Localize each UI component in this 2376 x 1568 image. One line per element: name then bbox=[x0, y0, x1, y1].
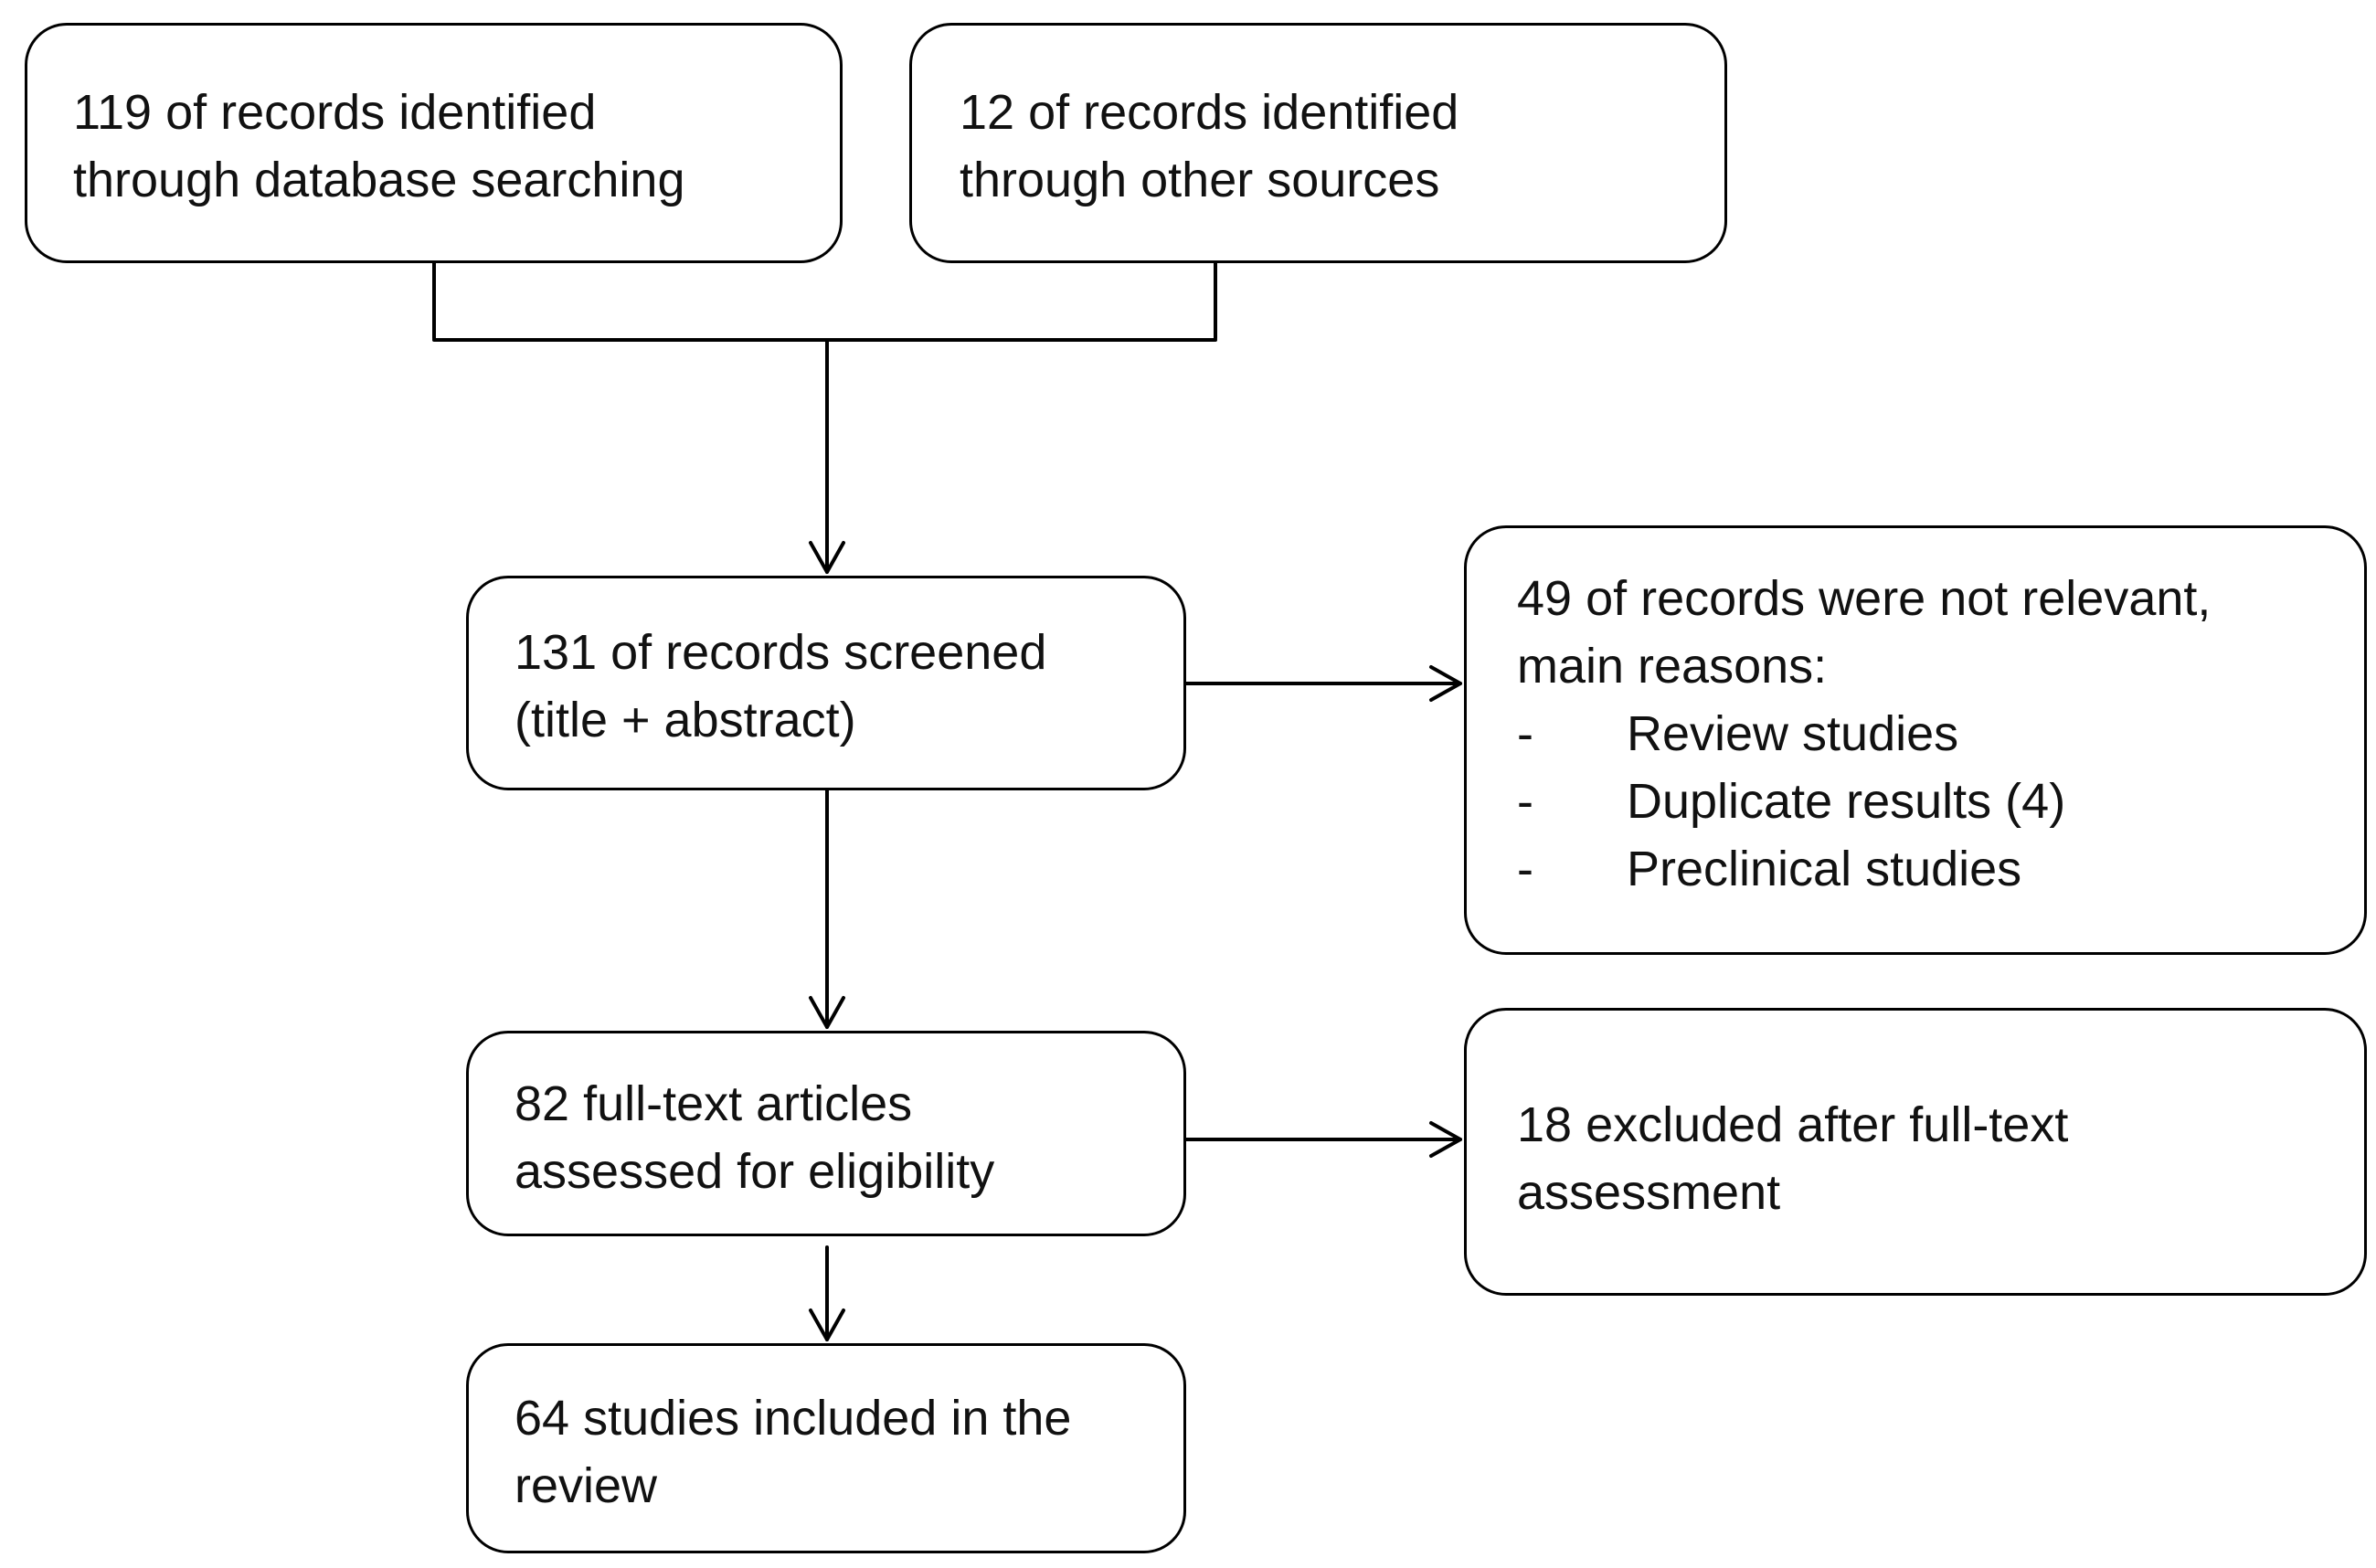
records-identified-other-box: 12 of records identified through other s… bbox=[909, 23, 1727, 263]
bullet-dash: - bbox=[1517, 774, 1533, 829]
full-text-assessed-box: 82 full-text articles assessed for eligi… bbox=[466, 1031, 1186, 1236]
bullet-dash: - bbox=[1517, 842, 1533, 896]
arrowhead-to-included bbox=[809, 1308, 845, 1341]
not-relevant-line-2: main reasons: bbox=[1517, 639, 1828, 694]
studies-included-box: 64 studies included in the review bbox=[466, 1343, 1186, 1553]
records-identified-database-box: 119 of records identified through databa… bbox=[25, 23, 843, 263]
records-screened-line-1: 131 of records screened bbox=[514, 625, 1047, 680]
records-screened-line-2: (title + abstract) bbox=[514, 693, 856, 747]
not-relevant-line-1: 49 of records were not relevant, bbox=[1517, 571, 2212, 626]
reason-list-item: - Duplicate results (4) bbox=[1517, 768, 2364, 835]
reason-label: Review studies bbox=[1627, 706, 1959, 761]
reason-list-item: - Preclinical studies bbox=[1517, 835, 2364, 903]
reason-label: Preclinical studies bbox=[1627, 842, 2022, 896]
full-text-line-1: 82 full-text articles bbox=[514, 1076, 913, 1131]
arrowhead-to-not-relevant bbox=[1429, 665, 1462, 702]
excluded-after-full-text-box: 18 excluded after full-text assessment bbox=[1464, 1008, 2367, 1296]
included-line-2: review bbox=[514, 1458, 658, 1513]
records-identified-database-line-1: 119 of records identified bbox=[73, 85, 597, 140]
excluded-line-2: assessment bbox=[1517, 1165, 1781, 1220]
records-identified-other-line-2: through other sources bbox=[960, 153, 1440, 207]
records-not-relevant-box: 49 of records were not relevant, main re… bbox=[1464, 525, 2367, 955]
excluded-line-1: 18 excluded after full-text bbox=[1517, 1097, 2069, 1152]
bullet-dash: - bbox=[1517, 706, 1533, 761]
reason-list-item: - Review studies bbox=[1517, 700, 2364, 768]
arrowhead-to-excluded bbox=[1429, 1121, 1462, 1158]
records-identified-other-line-1: 12 of records identified bbox=[960, 85, 1459, 140]
arrowhead-to-fulltext bbox=[809, 996, 845, 1029]
arrowhead-to-screened bbox=[809, 541, 845, 574]
full-text-line-2: assessed for eligibility bbox=[514, 1144, 995, 1199]
reason-label: Duplicate results (4) bbox=[1627, 774, 2066, 829]
records-identified-database-line-2: through database searching bbox=[73, 153, 685, 207]
records-screened-box: 131 of records screened (title + abstrac… bbox=[466, 576, 1186, 790]
included-line-1: 64 studies included in the bbox=[514, 1391, 1072, 1446]
